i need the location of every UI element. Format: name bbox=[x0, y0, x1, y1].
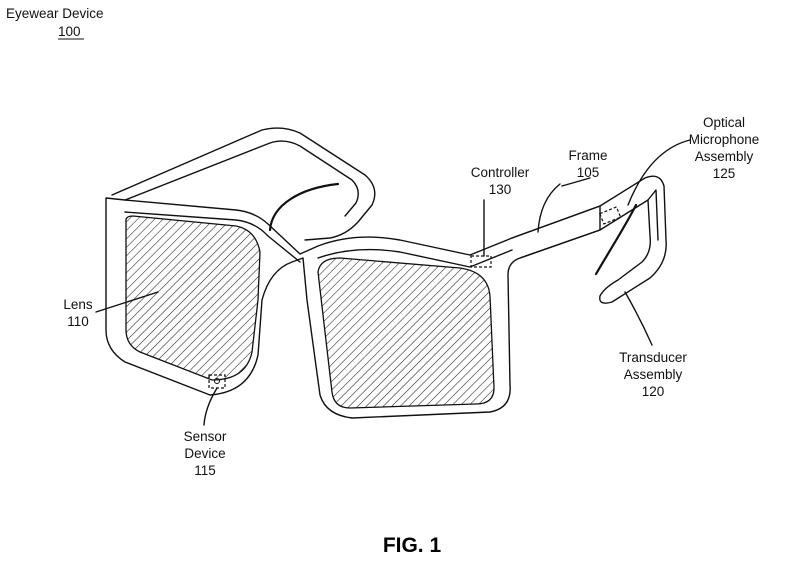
frame-leader bbox=[561, 177, 591, 187]
frame-lead-curve bbox=[537, 183, 561, 233]
lens-leader bbox=[95, 291, 159, 313]
lens-label: Lens bbox=[63, 297, 93, 312]
optical-label-line2: Microphone bbox=[689, 132, 760, 147]
sensor-device-leader bbox=[203, 387, 218, 426]
controller-label: Controller bbox=[471, 165, 530, 180]
left-ear-hook bbox=[268, 182, 340, 232]
temple-edge bbox=[647, 189, 659, 241]
transducer-label-line2: Assembly bbox=[624, 367, 683, 382]
right-lens bbox=[317, 257, 495, 409]
front-frame bbox=[105, 197, 601, 419]
controller-dashed-box bbox=[470, 255, 492, 268]
optical-microphone-leader bbox=[627, 139, 691, 206]
figure-ref-number: 100 bbox=[58, 24, 81, 39]
lens-ref: 110 bbox=[67, 314, 89, 329]
controller-ref: 130 bbox=[489, 182, 512, 197]
component-labels: Controller 130 Frame 105 Optical Microph… bbox=[63, 115, 759, 478]
sensor-label-line1: Sensor bbox=[184, 429, 227, 444]
left-temple-arm bbox=[111, 127, 376, 241]
optical-ref: 125 bbox=[713, 166, 736, 181]
figure-caption: FIG. 1 bbox=[383, 534, 442, 557]
right-temple-arm bbox=[511, 175, 667, 304]
sensor-device-dot bbox=[214, 378, 220, 384]
frame-top-inner bbox=[124, 211, 513, 268]
leader-lines bbox=[95, 139, 691, 426]
left-lens bbox=[125, 215, 261, 381]
transducer-label-line1: Transducer bbox=[619, 350, 687, 365]
frame-label: Frame bbox=[568, 148, 607, 163]
sensor-label-line2: Device bbox=[184, 446, 225, 461]
transducer-leader bbox=[624, 291, 653, 346]
optical-label-line3: Assembly bbox=[695, 149, 754, 164]
frame-ref: 105 bbox=[577, 165, 600, 180]
transducer-ref: 120 bbox=[642, 384, 665, 399]
optical-label-line1: Optical bbox=[703, 115, 745, 130]
optical-microphone-dashed-box bbox=[599, 206, 622, 225]
figure-title: Eyewear Device bbox=[6, 6, 104, 21]
eyewear-drawing bbox=[105, 127, 667, 419]
right-ear-hook bbox=[594, 203, 638, 276]
sensor-ref: 115 bbox=[194, 463, 216, 478]
